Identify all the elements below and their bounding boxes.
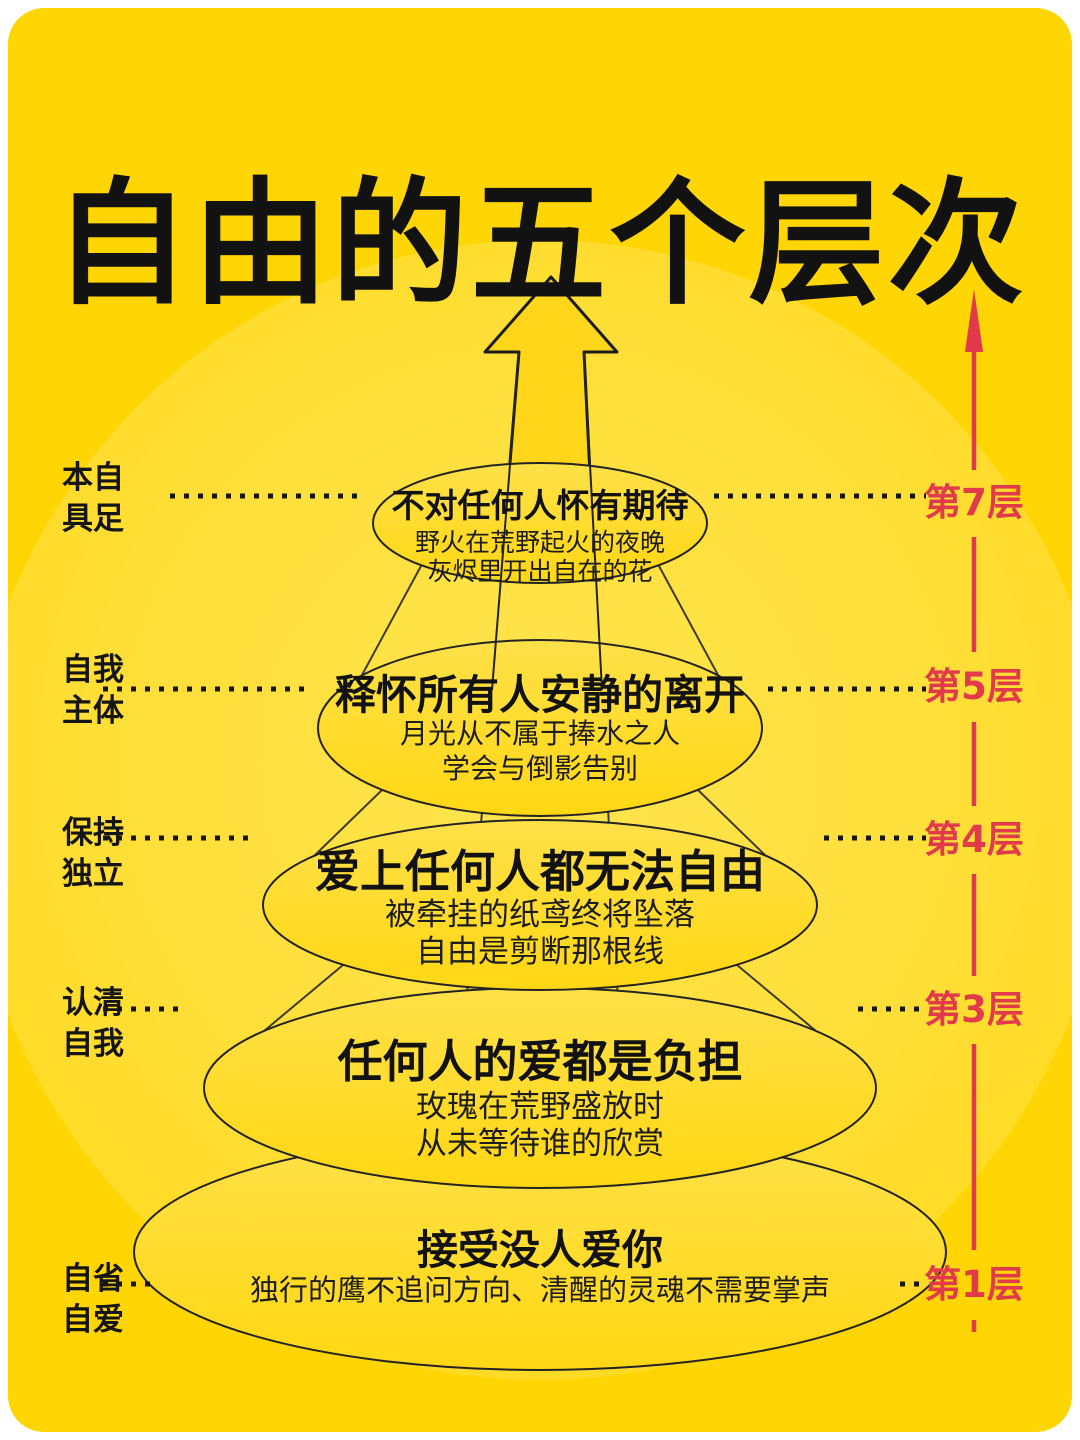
tier-title: 任何人的爱都是负担 [337,1035,743,1088]
tier-title: 不对任何人怀有期待 [391,486,689,525]
page-title: 自由的五个层次 [53,166,1027,325]
tier-left-label: 自省 自爱 [62,1259,222,1341]
level-axis-arrow-icon [965,289,983,1332]
tier-subtitle: 被牵挂的纸鸢终将坠落 [385,897,695,933]
dotted-leader-lines [103,493,926,1287]
left-label-line: 自我 [62,652,124,688]
left-label-line: 自省 [62,1261,124,1297]
tier-left-label: 保持 独立 [62,813,222,895]
tier-subtitle: 独行的鹰不追问方向、清醒的灵魂不需要掌声 [249,1273,830,1307]
tier-left-label: 认清 自我 [62,983,222,1065]
tier-title: 爱上任何人都无法自由 [314,845,765,898]
level-badge: 第5层 [924,665,1024,708]
level-badge: 第1层 [924,1263,1024,1306]
arrow-shaft-lines [491,351,603,691]
tier-title: 接受没人爱你 [417,1226,663,1274]
tier-ellipses [133,462,947,1371]
left-label-line: 自我 [62,1026,124,1062]
tier-subtitle: 灰烬里开出自在的花 [427,557,653,586]
tier-ellipse-level-4 [262,819,818,991]
tier-subtitle: 月光从不属于捧水之人 [399,717,680,750]
tier-title: 释怀所有人安静的离开 [335,671,745,719]
left-label-line: 自爱 [62,1302,124,1338]
tier-subtitle: 从未等待谁的欣赏 [416,1126,664,1162]
tier-ellipse-level-7 [372,462,708,584]
tier-subtitle: 自由是剪断那根线 [416,934,664,970]
left-label-line: 主体 [62,693,124,729]
level-badge: 第4层 [924,818,1024,861]
left-label-line: 认清 [62,985,124,1021]
level-badge: 第7层 [924,481,1024,524]
left-label-line: 独立 [62,856,124,892]
tier-left-label: 本自 具足 [62,458,222,540]
level-badge: 第3层 [924,988,1024,1031]
tier-ellipse-level-5 [317,639,763,817]
tier-left-label: 自我 主体 [62,650,222,732]
tier-subtitle: 野火在荒野起火的夜晚 [414,528,665,557]
left-label-line: 具足 [62,501,124,537]
tier-subtitle: 学会与倒影告别 [441,752,638,785]
left-label-line: 本自 [62,460,124,496]
left-label-line: 保持 [62,815,124,851]
tier-subtitle: 玫瑰在荒野盛放时 [416,1089,664,1125]
